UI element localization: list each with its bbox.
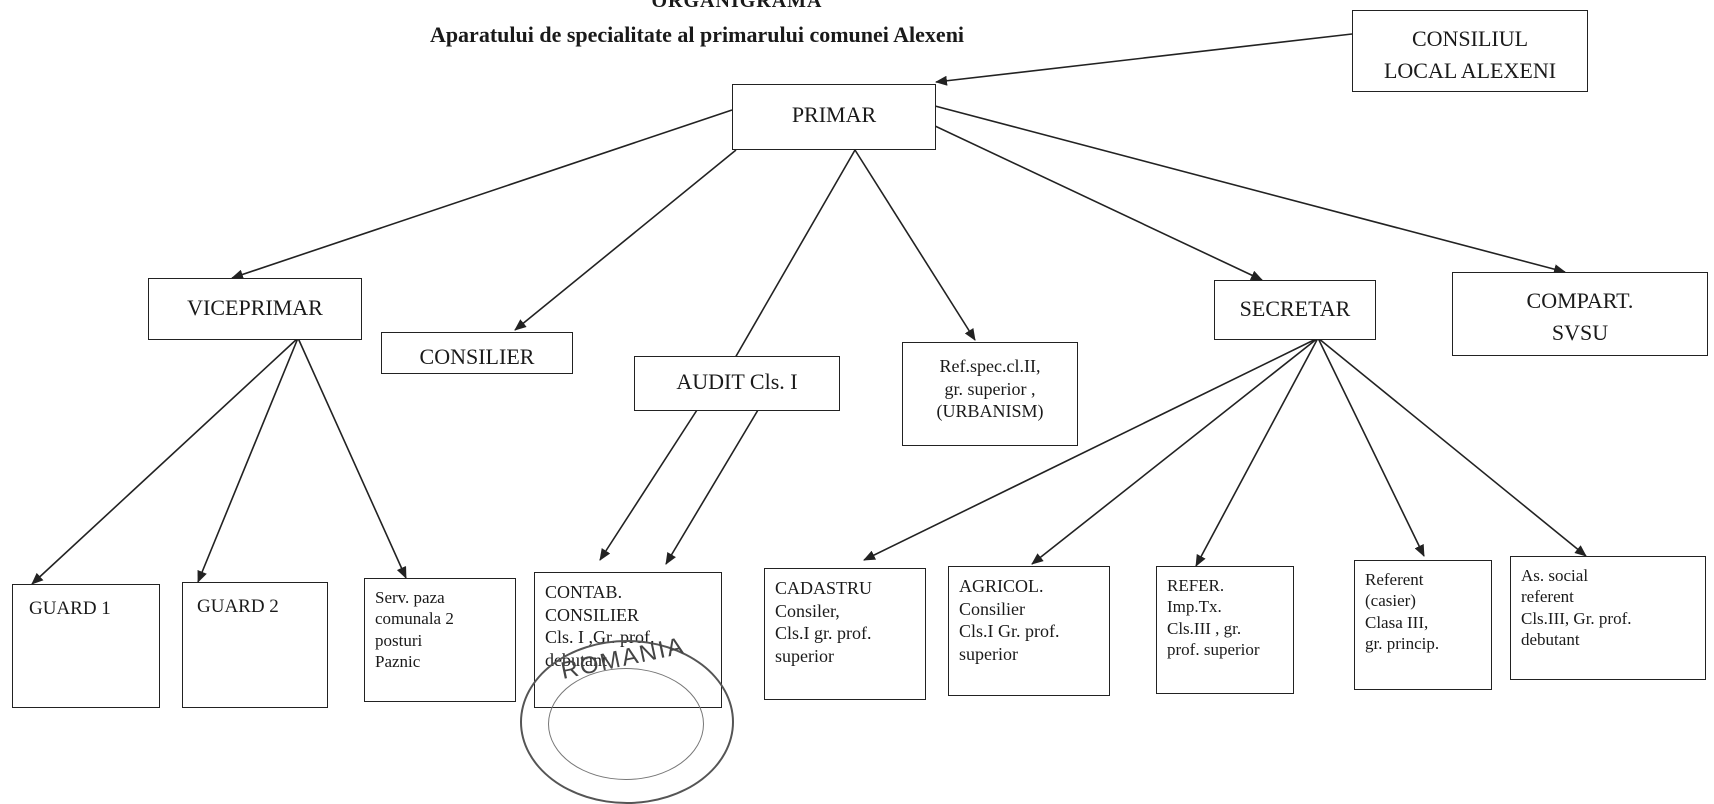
- arrow-secretar-social: [1317, 337, 1587, 557]
- arrow-vice-paza: [297, 337, 407, 579]
- box-refer-imptx: REFER. Imp.Tx. Cls.III , gr. prof. super…: [1156, 566, 1294, 694]
- box-viceprimar-label: VICEPRIMAR: [187, 295, 323, 320]
- arrow-consiliul-primar: [935, 33, 1353, 86]
- box-asistent-social: As. social referent Cls.III, Gr. prof. d…: [1510, 556, 1706, 680]
- box-serv-paza-label: Serv. paza comunala 2 posturi Paznic: [375, 588, 454, 671]
- box-guard-1-label: GUARD 1: [29, 598, 111, 619]
- box-urbanism: Ref.spec.cl.II, gr. superior , (URBANISM…: [902, 342, 1078, 446]
- arrow-vice-guard1: [31, 337, 299, 585]
- box-secretar: SECRETAR: [1214, 280, 1376, 340]
- box-urbanism-label: Ref.spec.cl.II, gr. superior , (URBANISM…: [936, 356, 1044, 421]
- box-audit-label: AUDIT Cls. I: [676, 369, 798, 394]
- arrow-secretar-agricol: [1031, 337, 1319, 565]
- arrow-primar-consilier: [514, 149, 737, 331]
- arrow-primar-secretar: [934, 125, 1263, 281]
- line-primar-audit: [734, 149, 856, 359]
- box-guard-2-label: GUARD 2: [197, 596, 279, 617]
- arrow-vice-guard2: [197, 337, 299, 583]
- arrow-secretar-cadastru: [863, 337, 1319, 561]
- box-cadastru-label: CADASTRU Consiler, Cls.I gr. prof. super…: [775, 578, 873, 666]
- arrow-audit-contab2: [665, 409, 759, 565]
- connector-lines: [31, 33, 1587, 585]
- box-consilier-label: CONSILIER: [419, 344, 535, 369]
- arrow-audit-contab1: [599, 409, 698, 561]
- box-referent-casier: Referent (casier) Clasa III, gr. princip…: [1354, 560, 1492, 690]
- box-cadastru: CADASTRU Consiler, Cls.I gr. prof. super…: [764, 568, 926, 700]
- box-compart-svsu-label: COMPART. SVSU: [1526, 288, 1634, 345]
- page-title: ORGANIGRAMA: [651, 0, 823, 12]
- arrow-primar-svsu: [934, 105, 1566, 275]
- box-compart-svsu: COMPART. SVSU: [1452, 272, 1708, 356]
- box-asistent-social-label: As. social referent Cls.III, Gr. prof. d…: [1521, 566, 1632, 649]
- arrow-secretar-refer: [1195, 337, 1319, 567]
- box-primar-label: PRIMAR: [791, 102, 877, 127]
- page-subtitle: Aparatului de specialitate al primarului…: [429, 22, 965, 47]
- box-secretar-label: SECRETAR: [1239, 296, 1351, 321]
- box-consilier: CONSILIER: [381, 332, 573, 374]
- official-stamp-inner-ring: [548, 668, 704, 780]
- box-guard-1: GUARD 1: [12, 584, 160, 708]
- box-audit: AUDIT Cls. I: [634, 356, 840, 411]
- box-primar: PRIMAR: [732, 84, 936, 150]
- box-referent-casier-label: Referent (casier) Clasa III, gr. princip…: [1365, 570, 1440, 653]
- box-consiliul-local-label: CONSILIUL LOCAL ALEXENI: [1383, 26, 1557, 83]
- arrow-primar-viceprimar: [231, 109, 733, 280]
- box-agricol-label: AGRICOL. Consilier Cls.I Gr. prof. super…: [959, 576, 1060, 664]
- box-viceprimar: VICEPRIMAR: [148, 278, 362, 340]
- box-serv-paza: Serv. paza comunala 2 posturi Paznic: [364, 578, 516, 702]
- box-agricol: AGRICOL. Consilier Cls.I Gr. prof. super…: [948, 566, 1110, 696]
- box-guard-2: GUARD 2: [182, 582, 328, 708]
- arrow-primar-urbanism: [854, 149, 976, 341]
- box-consiliul-local: CONSILIUL LOCAL ALEXENI: [1352, 10, 1588, 92]
- box-refer-imptx-label: REFER. Imp.Tx. Cls.III , gr. prof. super…: [1167, 576, 1260, 659]
- organigram-page: ORGANIGRAMA Aparatului de specialitate a…: [12, 0, 1708, 804]
- arrow-secretar-casier: [1317, 337, 1425, 557]
